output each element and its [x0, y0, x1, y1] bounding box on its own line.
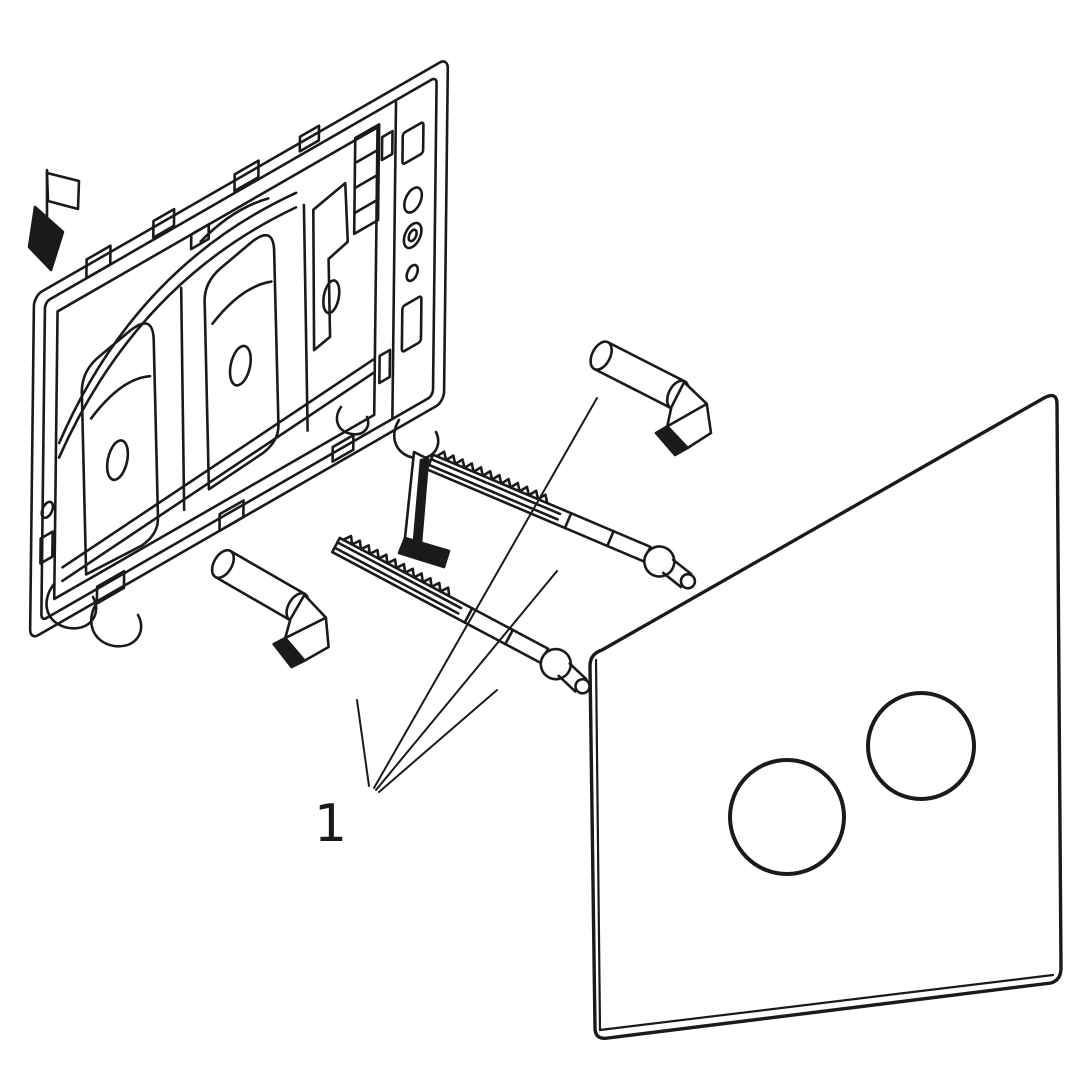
actuator-plate [590, 396, 1061, 1039]
flush-button-small [868, 693, 974, 799]
actuating-pin-left [186, 545, 347, 680]
callout-leader-lines [357, 398, 597, 792]
spacer-clip [399, 452, 449, 567]
actuating-pin-right [566, 336, 728, 467]
flush-button-large [730, 760, 844, 874]
fastening-clip [29, 170, 79, 270]
callout-label-1: 1 [314, 794, 348, 854]
push-rod-lower [326, 530, 602, 698]
mounting-frame [30, 52, 448, 642]
push-rod-upper [422, 446, 706, 593]
